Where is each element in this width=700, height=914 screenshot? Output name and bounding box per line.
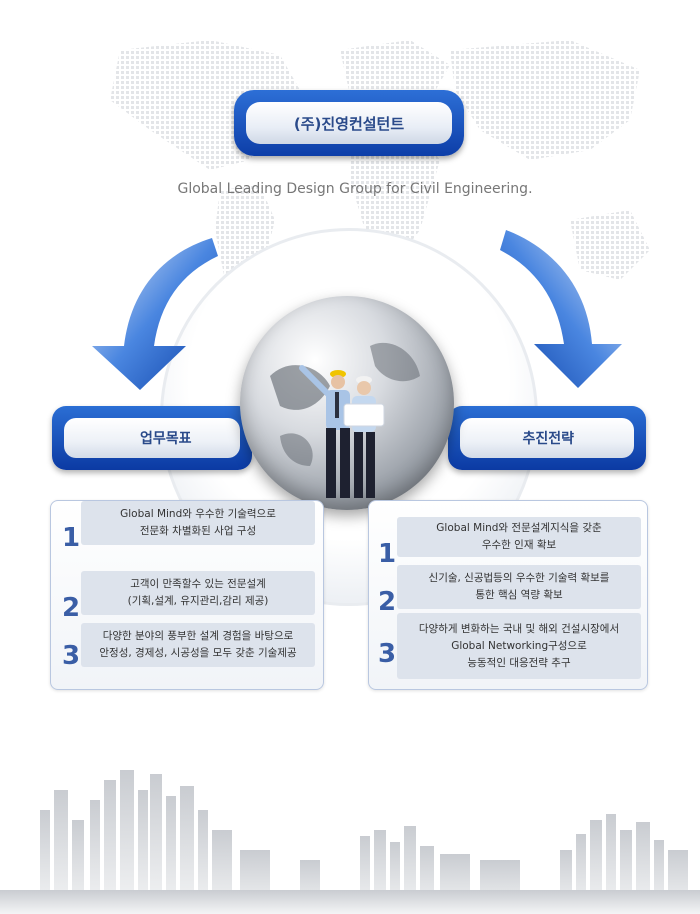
- list-item: 2 고객이 만족할수 있는 전문설계 (기획,설계, 유지관리,감리 제공): [59, 571, 315, 623]
- strategy-header: 추진전략: [448, 406, 646, 470]
- item-text: 다양한 분야의 풍부한 설계 경험을 바탕으로 안정성, 경제성, 시공성을 모…: [81, 623, 315, 667]
- work-goals-title: 업무목표: [64, 418, 240, 458]
- item-number: 3: [61, 641, 81, 671]
- city-skyline-image: [0, 770, 700, 914]
- item-text: 신기술, 신공법등의 우수한 기술력 확보를 통한 핵심 역량 확보: [397, 565, 641, 609]
- list-item: 3 다양하게 변화하는 국내 및 해외 건설시장에서 Global Networ…: [375, 613, 641, 679]
- list-item: 2 신기술, 신공법등의 우수한 기술력 확보를 통한 핵심 역량 확보: [375, 565, 641, 617]
- curved-arrow-right-icon: [500, 230, 622, 388]
- item-text: Global Mind와 우수한 기술력으로 전문화 차별화된 사업 구성: [81, 501, 315, 545]
- item-text: 고객이 만족할수 있는 전문설계 (기획,설계, 유지관리,감리 제공): [81, 571, 315, 615]
- item-text: Global Mind와 전문설계지식을 갖춘 우수한 인재 확보: [397, 517, 641, 557]
- work-goals-box: 1 Global Mind와 우수한 기술력으로 전문화 차별화된 사업 구성 …: [50, 500, 324, 690]
- list-item: 3 다양한 분야의 풍부한 설계 경험을 바탕으로 안정성, 경제성, 시공성을…: [59, 623, 315, 671]
- work-goals-header: 업무목표: [52, 406, 252, 470]
- list-item: 1 Global Mind와 전문설계지식을 갖춘 우수한 인재 확보: [375, 517, 641, 569]
- engineers-illustration: [270, 342, 420, 498]
- item-number: 1: [377, 539, 397, 569]
- tagline: Global Leading Design Group for Civil En…: [177, 181, 533, 197]
- item-number: 2: [377, 587, 397, 617]
- curved-arrow-left-icon: [92, 238, 218, 390]
- company-title: (주)진영컨설턴트: [246, 102, 452, 144]
- globe-with-engineers-image: [240, 296, 454, 510]
- item-text: 다양하게 변화하는 국내 및 해외 건설시장에서 Global Networki…: [397, 613, 641, 679]
- strategy-box: 1 Global Mind와 전문설계지식을 갖춘 우수한 인재 확보 2 신기…: [368, 500, 648, 690]
- item-number: 2: [61, 593, 81, 623]
- list-item: 1 Global Mind와 우수한 기술력으로 전문화 차별화된 사업 구성: [59, 501, 315, 553]
- strategy-title: 추진전략: [460, 418, 634, 458]
- item-number: 3: [377, 639, 397, 669]
- item-number: 1: [61, 523, 81, 553]
- company-title-badge: (주)진영컨설턴트: [234, 90, 464, 156]
